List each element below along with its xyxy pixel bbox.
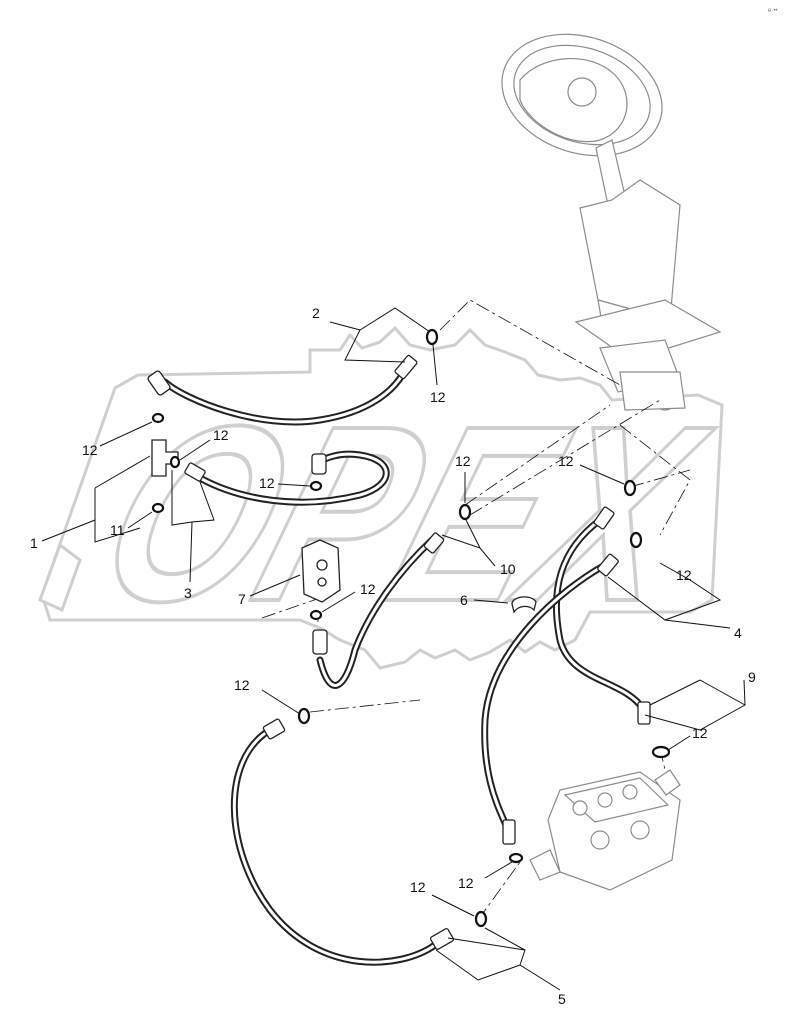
- hose-10: [316, 536, 436, 689]
- flow-valve-7: [301, 539, 341, 603]
- orbitrol-body: [619, 371, 686, 411]
- callout-12: 12: [558, 453, 574, 469]
- callout-12: 12: [676, 567, 692, 583]
- watermark-text: OPEX: [73, 375, 734, 654]
- callout-10: 10: [500, 561, 516, 577]
- callout-12: 12: [259, 475, 275, 491]
- clamp-6: [511, 596, 537, 614]
- callout-3: 3: [184, 585, 192, 601]
- o-ring: [169, 455, 181, 469]
- o-ring-11: [151, 502, 165, 514]
- callout-7: 7: [238, 591, 246, 607]
- o-ring: [309, 480, 323, 492]
- fitting-long-top: [597, 553, 619, 577]
- corner-mark: e·••: [768, 8, 778, 14]
- o-ring: [309, 609, 323, 621]
- callout-12: 12: [234, 677, 250, 693]
- column-housing: [579, 179, 681, 321]
- callout-12: 12: [410, 879, 426, 895]
- routing-lines: [261, 299, 691, 921]
- callout-labels: 2 12 12 12 1 11 3 12 7 12 12 10 12 12 4 …: [30, 305, 756, 1007]
- o-ring: [297, 707, 311, 725]
- fittings: [147, 354, 651, 950]
- hose-long: [481, 561, 609, 834]
- hose-2: [161, 366, 409, 426]
- fitting-5-top: [262, 718, 286, 740]
- fitting-4-top: [593, 506, 615, 530]
- callout-6: 6: [460, 592, 468, 608]
- fitting-3-left: [184, 462, 206, 482]
- hose-4: [552, 516, 644, 709]
- o-ring: [474, 910, 488, 928]
- o-ring: [651, 745, 671, 759]
- o-ring: [508, 852, 524, 864]
- fitting-long-bottom: [502, 819, 516, 845]
- steering-column: [501, 33, 722, 411]
- callout-12: 12: [430, 389, 446, 405]
- fitting-4-bottom: [637, 701, 651, 725]
- fitting-2-right: [394, 354, 418, 380]
- o-ring: [425, 328, 439, 346]
- leader-lines: [41, 307, 746, 991]
- watermark-gear: [40, 325, 724, 670]
- opex-watermark: OPEX: [38, 325, 736, 670]
- callout-11: 11: [110, 522, 125, 538]
- fitting-5-bottom: [429, 928, 455, 950]
- callout-5: 5: [558, 991, 566, 1007]
- callout-2: 2: [312, 305, 320, 321]
- fitting-10-bottom: [312, 629, 328, 655]
- callout-4: 4: [734, 625, 742, 641]
- o-ring: [623, 479, 637, 497]
- fitting-3-right: [311, 453, 327, 475]
- callout-12: 12: [692, 725, 708, 741]
- fitting-10-top: [423, 532, 445, 554]
- o-ring: [458, 503, 472, 521]
- hose-5: [230, 726, 439, 966]
- o-ring: [629, 531, 643, 549]
- callout-12: 12: [360, 581, 376, 597]
- control-valve: [529, 769, 681, 891]
- o-ring: [151, 412, 165, 424]
- fitting-2-left: [147, 370, 171, 396]
- callout-12: 12: [213, 427, 229, 443]
- watermark-gear-tooth-left: [38, 542, 82, 613]
- callout-1: 1: [30, 535, 38, 551]
- callout-12: 12: [455, 453, 471, 469]
- o-rings: [151, 328, 671, 928]
- hoses: [161, 366, 644, 966]
- callout-9: 9: [748, 669, 756, 685]
- steering-knob: [567, 77, 597, 107]
- callout-12: 12: [82, 442, 98, 458]
- hose-3: [196, 450, 390, 506]
- callout-12: 12: [458, 875, 474, 891]
